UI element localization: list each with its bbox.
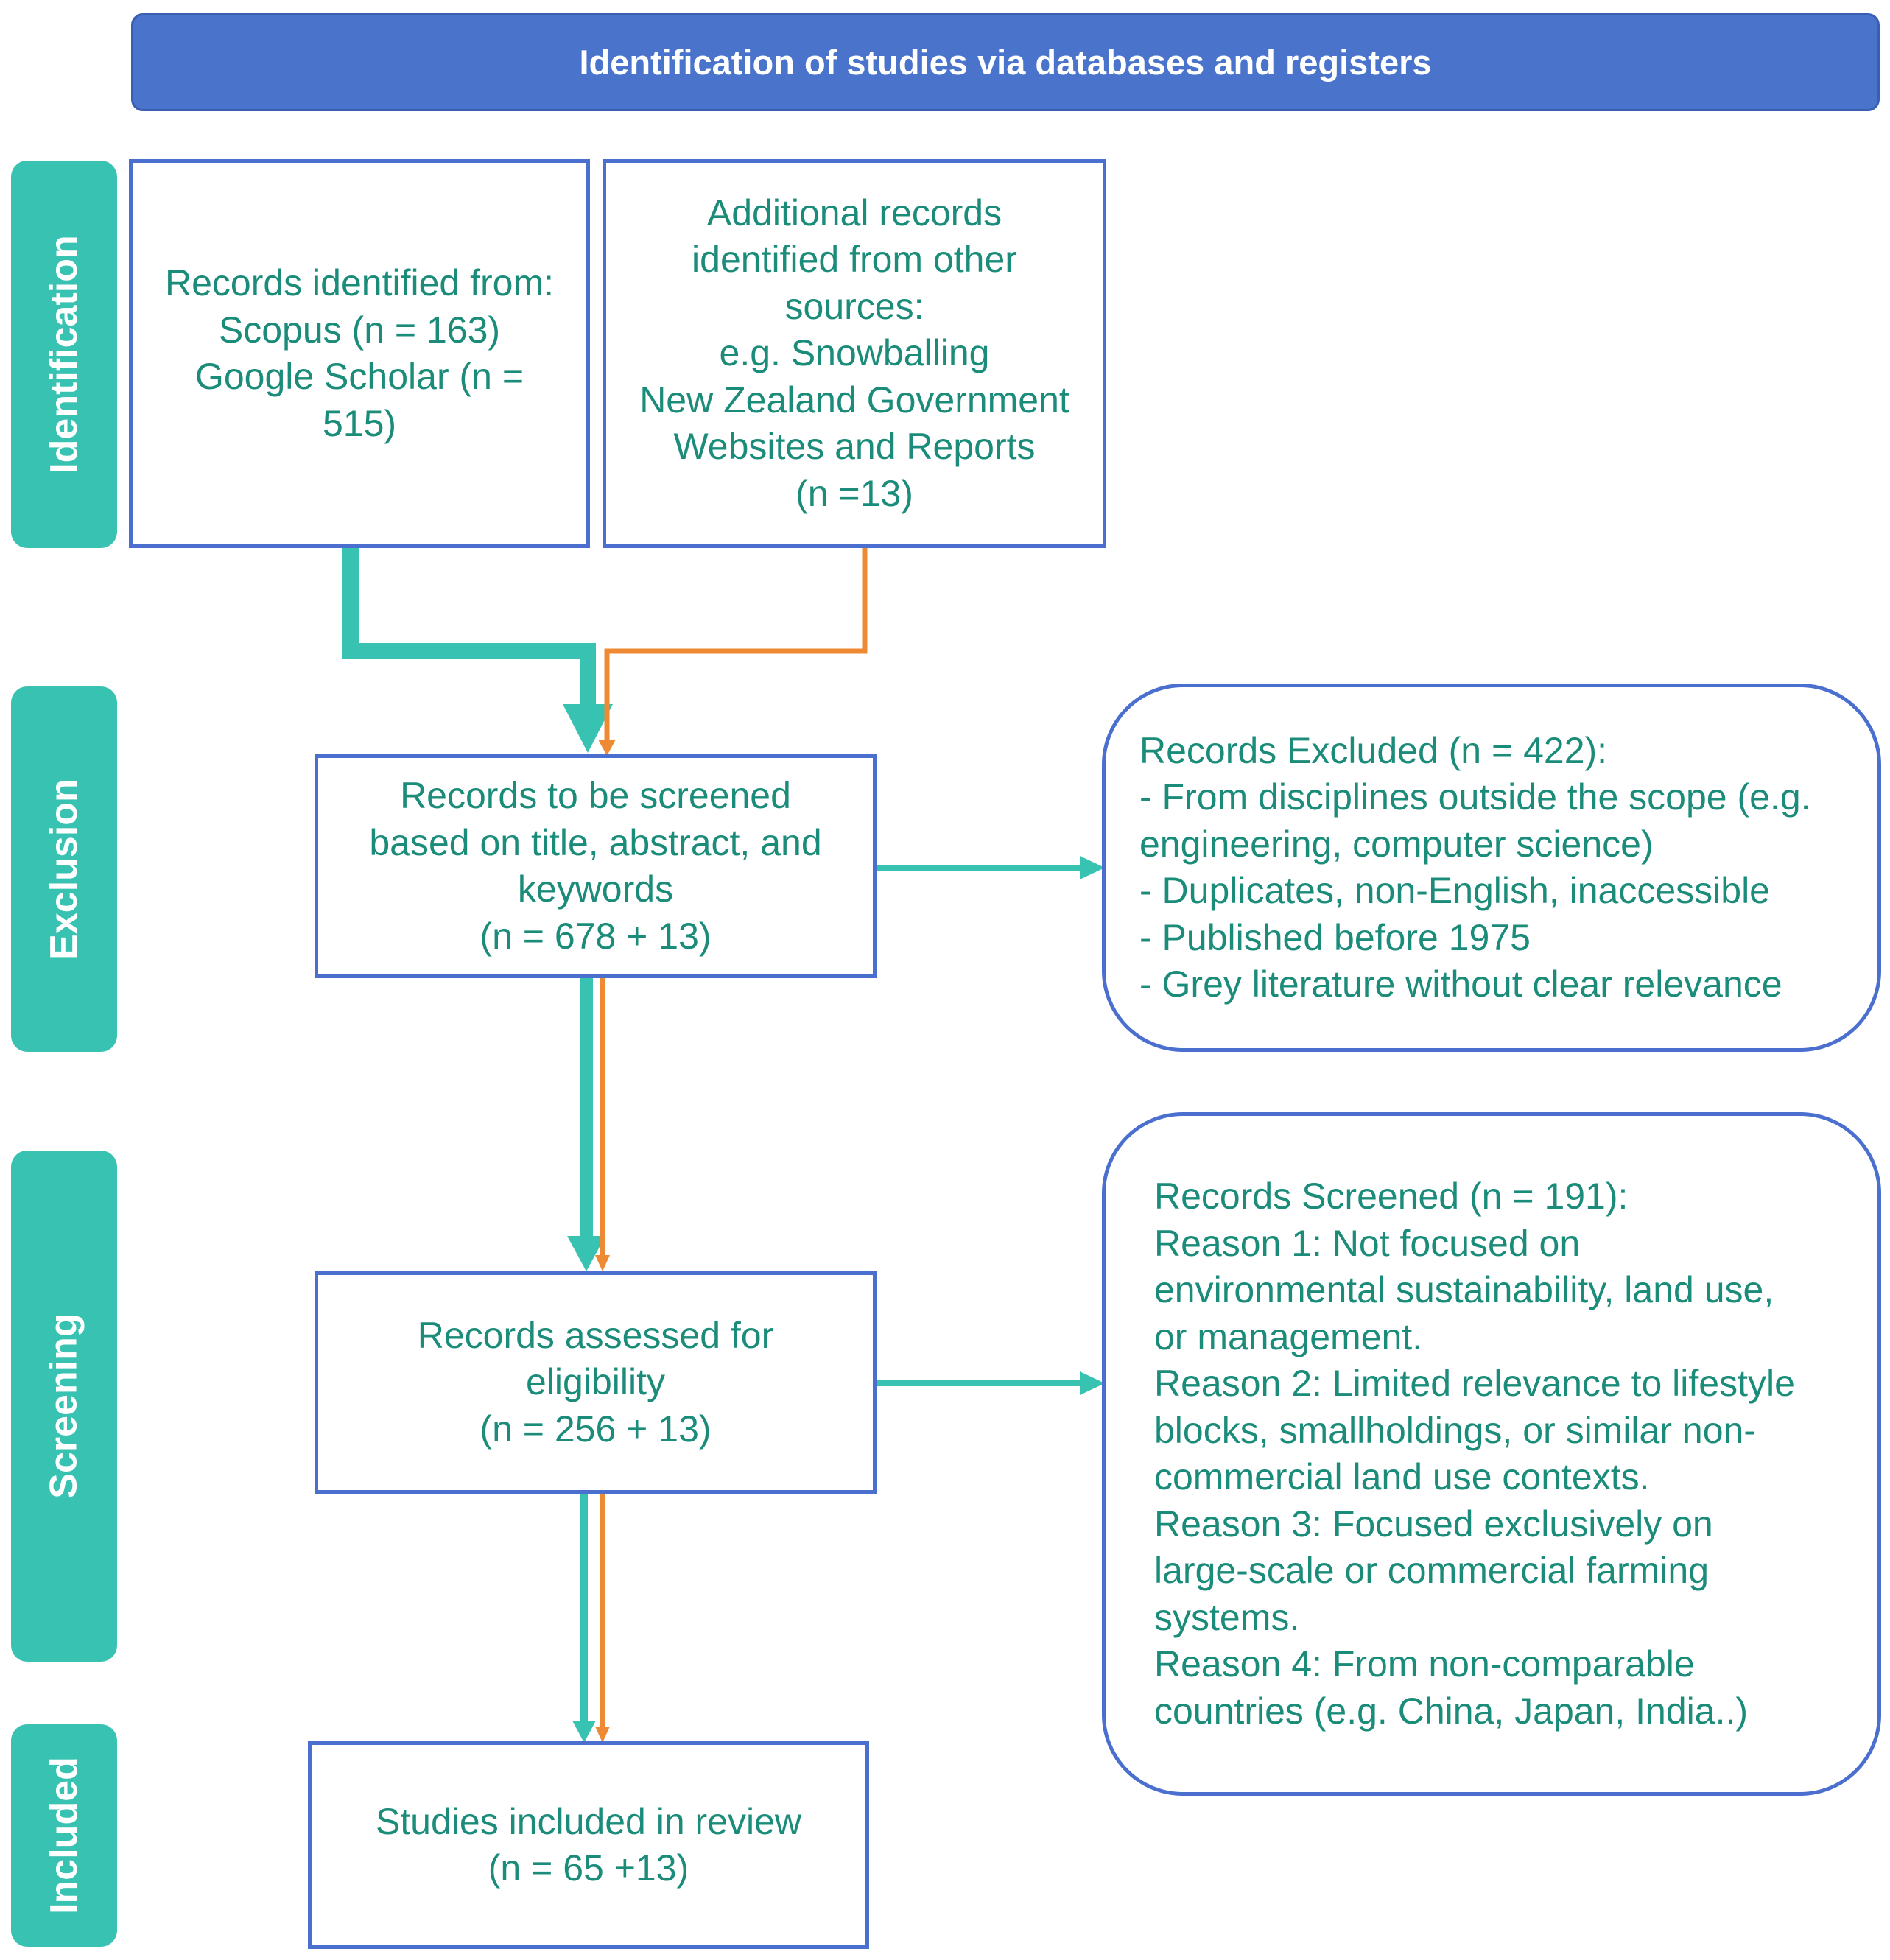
text-line: Records Screened (n = 191): — [1154, 1176, 1629, 1217]
text-line: blocks, smallholdings, or similar non- — [1154, 1409, 1756, 1451]
text-line: commercial land use contexts. — [1154, 1456, 1650, 1497]
text-line: Records to be screened — [400, 775, 791, 816]
text-line: large-scale or commercial farming — [1154, 1550, 1710, 1591]
teal-connector-identified — [342, 547, 596, 707]
text-line: New Zealand Government — [639, 379, 1069, 421]
additional-records-box: Additional records identified from other… — [603, 159, 1106, 548]
teal-arrowhead-assessed — [567, 1236, 605, 1271]
text-line: e.g. Snowballing — [719, 332, 990, 374]
text-line: - Grey literature without clear relevanc… — [1139, 963, 1782, 1005]
text-line: Scopus (n = 163) — [218, 309, 501, 351]
text-line: (n = 678 + 13) — [479, 915, 712, 957]
records-to-screen-box: Records to be screened based on title, a… — [315, 754, 877, 978]
stage-screening: Screening — [11, 1151, 117, 1662]
text-line: sources: — [784, 285, 924, 327]
teal-arrowhead-excluded — [1080, 856, 1105, 879]
stage-identification: Identification — [11, 161, 117, 548]
orange-arrowhead-included — [595, 1727, 610, 1743]
records-excluded-box: Records Excluded (n = 422): - From disci… — [1102, 684, 1881, 1052]
text-line: countries (e.g. China, Japan, India..) — [1154, 1690, 1749, 1732]
records-to-screen-text: Records to be screened based on title, a… — [369, 773, 821, 960]
text-line: Reason 1: Not focused on — [1154, 1222, 1581, 1264]
text-line: keywords — [517, 868, 674, 910]
text-line: eligibility — [526, 1361, 665, 1403]
text-line: Reason 3: Focused exclusively on — [1154, 1503, 1713, 1545]
text-line: or management. — [1154, 1316, 1423, 1357]
text-line: systems. — [1154, 1596, 1300, 1638]
text-line: (n =13) — [795, 472, 913, 514]
teal-arrowhead-screened — [1080, 1371, 1105, 1395]
teal-arrowhead-screen — [563, 704, 613, 753]
text-line: Google Scholar (n = — [194, 356, 524, 397]
text-line: environmental sustainability, land use, — [1154, 1269, 1774, 1310]
stage-included: Included — [11, 1724, 117, 1947]
stage-exclusion: Exclusion — [11, 686, 117, 1052]
text-line: Additional records — [706, 192, 1002, 233]
text-line: Records identified from: — [164, 262, 554, 303]
text-line: (n = 65 +13) — [488, 1847, 689, 1889]
records-assessed-box: Records assessed for eligibility (n = 25… — [315, 1271, 877, 1494]
teal-arrowhead-included — [572, 1721, 596, 1743]
text-line: - From disciplines outside the scope (e.… — [1139, 776, 1811, 818]
studies-included-text: Studies included in review (n = 65 +13) — [376, 1799, 801, 1892]
additional-records-text: Additional records identified from other… — [639, 190, 1069, 518]
records-identified-text: Records identified from: Scopus (n = 163… — [165, 260, 554, 447]
text-line: Records Excluded (n = 422): — [1139, 729, 1608, 771]
text-line: engineering, computer science) — [1139, 823, 1654, 865]
text-line: - Duplicates, non-English, inaccessible — [1139, 870, 1770, 911]
text-line: Websites and Reports — [673, 426, 1036, 468]
text-line: based on title, abstract, and — [369, 821, 822, 863]
studies-included-box: Studies included in review (n = 65 +13) — [308, 1741, 869, 1949]
records-screened-box: Records Screened (n = 191): Reason 1: No… — [1102, 1112, 1881, 1796]
text-line: Records assessed for — [417, 1314, 774, 1356]
text-line: Studies included in review — [375, 1800, 802, 1842]
orange-arrowhead-screen — [598, 740, 616, 756]
text-line: (n = 256 + 13) — [479, 1408, 712, 1450]
records-assessed-text: Records assessed for eligibility (n = 25… — [418, 1313, 774, 1453]
text-line: 515) — [322, 402, 397, 444]
records-identified-box: Records identified from: Scopus (n = 163… — [129, 159, 590, 548]
orange-arrowhead-assessed — [595, 1255, 610, 1271]
diagram-header: Identification of studies via databases … — [131, 13, 1880, 111]
orange-connector-additional — [604, 547, 868, 741]
text-line: Reason 4: From non-comparable — [1154, 1643, 1695, 1685]
text-line: Reason 2: Limited relevance to lifestyle — [1154, 1363, 1795, 1404]
text-line: - Published before 1975 — [1139, 916, 1531, 958]
text-line: identified from other — [692, 239, 1017, 281]
